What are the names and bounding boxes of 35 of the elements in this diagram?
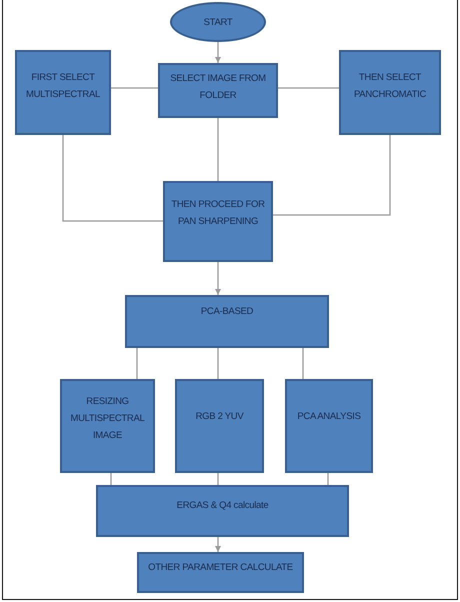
arrow [215, 537, 221, 552]
process-box [158, 63, 278, 118]
process-box [60, 379, 155, 473]
box-label: PCA ANALYSIS [297, 410, 361, 424]
process-box [15, 50, 111, 135]
connector-line [327, 473, 329, 485]
process-box [137, 552, 304, 593]
process-box [285, 379, 373, 473]
process-box [175, 379, 264, 473]
process-box [339, 50, 441, 135]
arrow [215, 42, 221, 63]
process-box [163, 181, 273, 262]
connector-line [110, 473, 112, 485]
connector-line [278, 87, 339, 89]
box-label: ERGAS & Q4 calculate [176, 499, 268, 513]
box-label: THEN PROCEED FOR PAN SHARPENING [170, 198, 266, 229]
box-label: SELECT IMAGE FROM FOLDER [169, 72, 267, 103]
arrow [215, 262, 221, 295]
box-label: RESIZING MULTISPECTRAL IMAGE [69, 395, 146, 443]
box-label: RGB 2 YUV [196, 410, 244, 424]
connector-line [273, 135, 391, 216]
box-label: FIRST SELECT MULTISPECTRAL [24, 71, 102, 102]
connector-line [217, 473, 219, 485]
connector-line [62, 135, 163, 222]
connector-line [217, 348, 219, 379]
connector-line [302, 348, 304, 379]
box-label: THEN SELECT PANCHROMATIC [352, 71, 428, 102]
process-box [96, 485, 349, 537]
box-label: START [204, 16, 232, 30]
connector-line [136, 348, 138, 379]
connector-line [111, 87, 158, 89]
connector-line [217, 118, 219, 181]
process-box [125, 295, 329, 348]
box-label: OTHER PARAMETER CALCULATE [148, 561, 293, 575]
box-label: PCA-BASED [200, 305, 254, 319]
